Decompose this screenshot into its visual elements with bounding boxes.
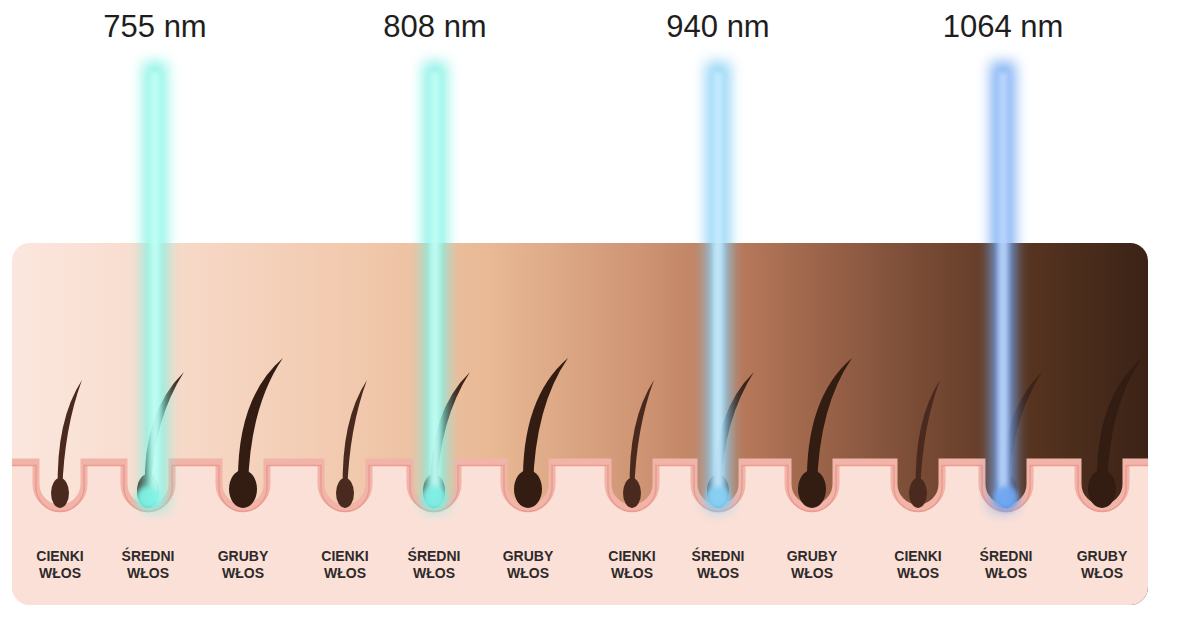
hair-type-label: ŚREDNI WŁOS [968, 548, 1044, 582]
hair-bulb [514, 470, 542, 508]
hair-bulb [798, 470, 826, 508]
hair-type-label: GRUBY WŁOS [774, 548, 850, 582]
laser-beam-glow [423, 62, 447, 510]
hair-bulb [1088, 470, 1116, 508]
dermis [12, 462, 1148, 605]
skin-panel [12, 243, 1148, 605]
wavelength-label: 755 nm [103, 9, 206, 45]
bulb-glow [994, 486, 1018, 510]
hair-type-label: GRUBY WŁOS [490, 548, 566, 582]
hair-type-label: CIENKI WŁOS [22, 548, 98, 582]
hair-bulb [336, 478, 354, 508]
hair-type-label: GRUBY WŁOS [205, 548, 281, 582]
hair-shaft [58, 380, 82, 491]
laser-beam-core [998, 72, 1008, 502]
bulb-glow [706, 486, 730, 510]
hair-shaft [238, 358, 283, 487]
bulb-glow [422, 486, 446, 510]
hair-shaft [523, 358, 568, 487]
hair-shaft [807, 358, 852, 487]
epidermis-line [12, 462, 1148, 508]
hair-bulb [623, 478, 641, 508]
wavelength-label: 808 nm [383, 9, 486, 45]
laser-beam-core [430, 72, 440, 502]
laser-beam-glow [706, 62, 730, 510]
hair-type-label: ŚREDNI WŁOS [680, 548, 756, 582]
hair-bulb [51, 478, 69, 508]
hair-shaft [343, 380, 367, 491]
hair-type-label: ŚREDNI WŁOS [396, 548, 472, 582]
hair-type-label: CIENKI WŁOS [307, 548, 383, 582]
hair-type-label: ŚREDNI WŁOS [110, 548, 186, 582]
hair-shaft [916, 380, 940, 491]
laser-beam-glow [991, 62, 1015, 510]
hair-type-label: GRUBY WŁOS [1064, 548, 1140, 582]
laser-beam-core [150, 72, 160, 502]
hair-shaft [1097, 358, 1142, 487]
wavelength-label: 1064 nm [943, 9, 1064, 45]
hair-type-label: CIENKI WŁOS [594, 548, 670, 582]
bulb-glow [136, 486, 160, 510]
hair-bulb [229, 470, 257, 508]
hair-shaft [630, 380, 654, 491]
hair-type-label: CIENKI WŁOS [880, 548, 956, 582]
laser-beam-core [713, 72, 723, 502]
wavelength-label: 940 nm [666, 9, 769, 45]
laser-beam-glow [143, 62, 167, 510]
hair-bulb [909, 478, 927, 508]
epidermis-edge [12, 466, 1148, 512]
